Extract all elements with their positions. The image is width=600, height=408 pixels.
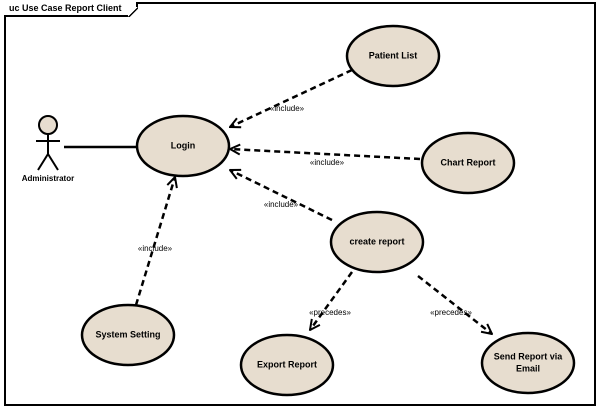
include-label-patient-list: «include»	[270, 104, 305, 113]
usecase-login[interactable]: Login	[135, 114, 231, 178]
usecase-send-report-label-line2: Email	[516, 363, 540, 373]
include-create-report-login	[230, 168, 333, 222]
precedes-label-send: «precedes»	[430, 308, 472, 317]
include-patient-list-login	[230, 68, 353, 127]
diagram-title: uc Use Case Report Client	[4, 2, 138, 17]
usecase-send-report-label-line1: Send Report via	[494, 351, 564, 361]
actor-left-leg	[37, 153, 49, 171]
usecase-create-report[interactable]: create report	[329, 210, 425, 274]
usecase-system-setting[interactable]: System Setting	[80, 303, 176, 367]
actor-head	[38, 115, 58, 135]
usecase-export-report[interactable]: Export Report	[239, 333, 335, 397]
precedes-label-export: «precedes»	[309, 308, 351, 317]
include-label-create-report: «include»	[264, 200, 299, 209]
usecase-chart-report[interactable]: Chart Report	[420, 131, 516, 195]
usecase-patient-list-label: Patient List	[369, 50, 418, 60]
include-label-chart-report: «include»	[310, 158, 345, 167]
actor-right-leg	[47, 153, 59, 171]
actor-name: Administrator	[22, 174, 74, 183]
include-system-setting-login	[134, 177, 175, 306]
include-chart-report-login	[230, 149, 421, 161]
precedes-create-send	[417, 275, 492, 334]
usecase-system-setting-label: System Setting	[95, 329, 160, 339]
administrator-actor[interactable]: Administrator	[22, 115, 74, 183]
usecase-create-report-label: create report	[349, 236, 404, 246]
usecase-login-label: Login	[171, 140, 196, 150]
include-label-system-setting: «include»	[138, 244, 173, 253]
usecase-export-report-label: Export Report	[257, 359, 317, 369]
usecase-send-report-email[interactable]: Send Report via Email	[480, 331, 576, 395]
usecase-chart-report-label: Chart Report	[440, 157, 495, 167]
precedes-create-export	[310, 271, 354, 330]
diagram-frame	[4, 2, 596, 406]
usecase-patient-list[interactable]: Patient List	[345, 24, 441, 88]
